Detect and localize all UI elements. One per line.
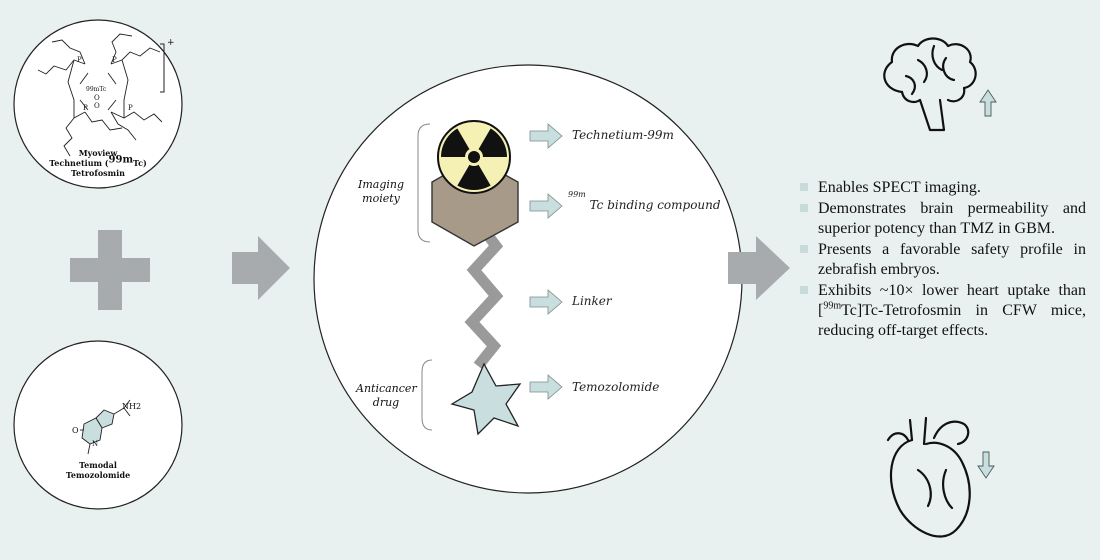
flow-arrow-right-2: [728, 236, 790, 300]
plus-icon: [70, 230, 150, 310]
arrow-linker: [529, 289, 563, 315]
temodal-generic: Temozolomide: [65, 470, 131, 480]
nitrogen-label: N: [92, 440, 99, 448]
arrow-binding: [529, 193, 563, 219]
binding-compound-label: 99m Tc binding compound: [568, 190, 721, 212]
binding-text: Tc binding compound: [589, 198, 721, 212]
flow-arrow-right: [232, 236, 290, 300]
drug-star: [450, 362, 522, 436]
technetium-label: Technetium-99m: [572, 128, 674, 142]
myoview-charge-bracket: [160, 43, 165, 93]
heart-icon: [886, 416, 971, 538]
outcome-item: Exhibits ~10× lower heart uptake than [9…: [800, 281, 1086, 341]
o-label-2: O: [94, 102, 100, 110]
o-label-1: O: [94, 94, 100, 102]
outcome-item: Enables SPECT imaging.: [800, 178, 1086, 198]
outcome-item: Demonstrates brain permeability and supe…: [800, 199, 1086, 239]
construct-circle: [313, 64, 743, 494]
myoview-caption: Myoview Technetium (99mTc) Tetrofosmin: [28, 148, 168, 178]
temozolomide-structure: [80, 399, 131, 455]
component-arrows: [529, 123, 563, 400]
temozolomide-label: Temozolomide: [572, 380, 660, 394]
myoview-full-name: Technetium (99mTc) Tetrofosmin: [49, 154, 147, 178]
charge-label: +: [167, 38, 175, 48]
carbonyl-o-label: O: [72, 426, 79, 435]
imaging-moiety-label: Imaging moiety: [357, 178, 405, 205]
anticancer-drug-label: Anticancer drug: [356, 382, 417, 409]
myoview-circle: [13, 19, 183, 189]
linker-label: Linker: [572, 294, 612, 308]
up-arrow-icon: [979, 89, 997, 117]
p-label-3: P: [83, 104, 88, 112]
nh2-label: NH2: [122, 402, 142, 411]
temodal-name: Temodal: [79, 460, 117, 470]
arrow-temozolomide: [529, 374, 563, 400]
imaging-bracket: [417, 123, 431, 243]
p-label-4: P: [128, 104, 133, 112]
temodal-caption: Temodal Temozolomide: [38, 460, 158, 480]
brain-icon: [883, 37, 977, 132]
anticancer-bracket: [421, 359, 433, 431]
p-label-2: P: [112, 56, 117, 64]
outcome-item: Presents a favorable safety profile in z…: [800, 240, 1086, 280]
arrow-technetium: [529, 123, 563, 149]
linker-chain: [464, 226, 504, 370]
myoview-name: Myoview: [78, 148, 118, 158]
p-label-1: P: [77, 56, 82, 64]
binding-sup: 99m: [568, 190, 586, 199]
tc-center-label: 99mTc: [86, 86, 107, 93]
outcomes-list: Enables SPECT imaging. Demonstrates brai…: [800, 178, 1086, 342]
tetrofosmin-structure: [37, 33, 163, 157]
down-arrow-icon: [977, 451, 995, 479]
